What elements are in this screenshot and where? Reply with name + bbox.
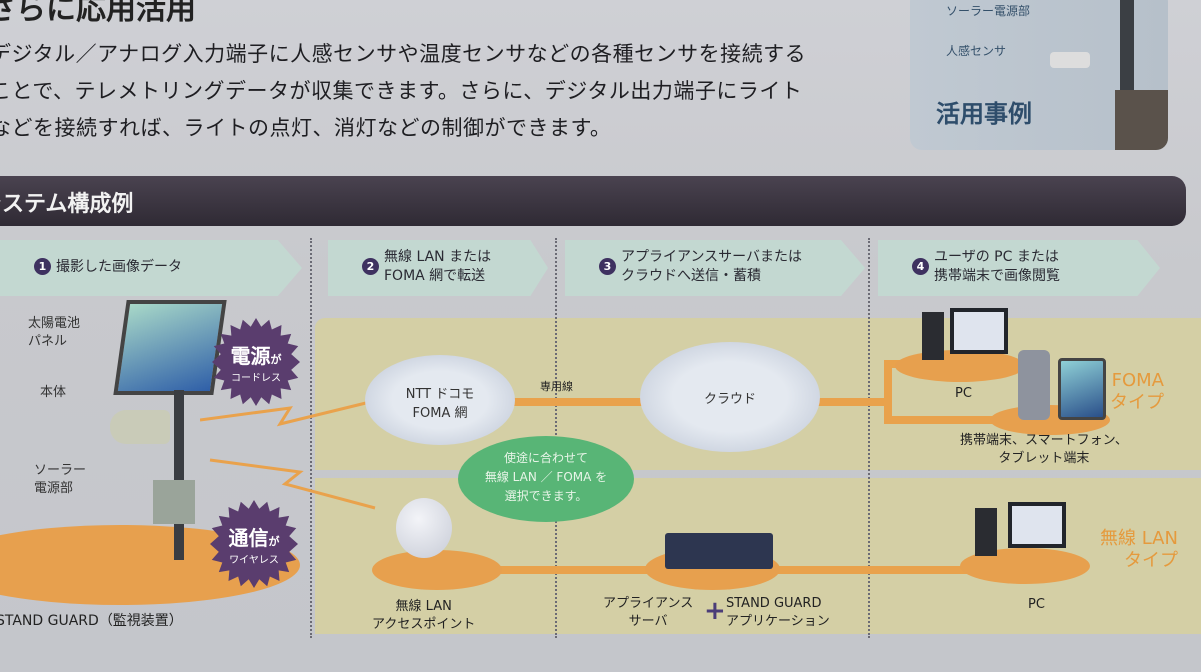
dedicated-line-label: 専用線	[540, 380, 573, 393]
step-text: 撮影した画像データ	[56, 259, 182, 275]
lan-type-label: 無線 LAN タイプ	[1100, 528, 1178, 571]
pc-base-disk	[895, 350, 1025, 382]
pc-monitor-icon	[1008, 502, 1066, 548]
plus-sign: +	[704, 596, 726, 626]
paragraph-line-1: デジタル／アナログ入力端子に人感センサや温度センサなどの各種センサを接続する	[0, 42, 807, 66]
label-solar-power: ソーラー電源部	[946, 4, 1031, 18]
pole-image	[174, 390, 184, 560]
pc-tower-icon	[975, 508, 997, 556]
paragraph-line-3: などを接続すれば、ライトの点灯、消灯などの制御ができます。	[0, 116, 612, 140]
server-label: アプライアンス サーバ	[603, 596, 694, 629]
step-1: 1 撮影した画像データ	[0, 240, 302, 296]
step-3: 3 アプライアンスサーバまたはクラウドへ送信・蓄積	[565, 240, 865, 296]
access-point-label: 無線 LAN アクセスポイント	[372, 599, 476, 632]
foma-network-cloud: NTT ドコモ FOMA 網	[365, 355, 515, 445]
badge-text: が	[270, 353, 282, 366]
step-number: 2	[362, 258, 379, 275]
solar-power-box-image	[153, 480, 195, 524]
step-2: 2 無線 LAN または FOMA 網で転送	[328, 240, 548, 296]
wireless-signal-lines	[200, 400, 376, 510]
divider	[868, 238, 870, 638]
label-body: 本体	[40, 385, 67, 400]
control-box-image	[1115, 90, 1168, 150]
badge-text: コードレス	[231, 373, 281, 384]
label-solar-power: ソーラー 電源部	[34, 463, 87, 496]
step-text: クラウドへ送信・蓄積	[621, 268, 761, 284]
use-case-photo-card: ソーラー電源部 人感センサ 活用事例	[910, 0, 1168, 150]
access-point-icon	[396, 498, 452, 558]
divider	[310, 238, 312, 638]
mobile-phone-icon	[1018, 350, 1050, 420]
label-solar-panel: 太陽電池 パネル	[28, 316, 81, 349]
mobile-label: 携帯端末、スマートフォン、 タブレット端末	[960, 433, 1128, 466]
badge-text: が	[268, 535, 280, 548]
tablet-icon	[1058, 358, 1106, 420]
pc-label: PC	[1028, 597, 1045, 612]
branch-line	[884, 360, 892, 422]
badge-text: ワイヤレス	[229, 555, 279, 566]
badge-text: 電源	[230, 344, 271, 368]
device-name: STAND GUARD（監視装置）	[0, 613, 183, 629]
step-text: ユーザの PC または	[934, 249, 1059, 265]
step-text: 無線 LAN または	[384, 249, 492, 265]
appliance-server-icon	[665, 533, 773, 569]
step-number: 3	[599, 258, 616, 275]
use-case-title: 活用事例	[936, 100, 1032, 128]
pc-tower-icon	[922, 312, 944, 360]
badge-text: 通信	[228, 526, 269, 550]
cloud: クラウド	[640, 342, 820, 452]
sensor-camera-image	[1050, 52, 1090, 68]
pc-monitor-icon	[950, 308, 1008, 354]
paragraph-line-2: ことで、テレメトリングデータが収集できます。さらに、デジタル出力端子にライト	[0, 79, 803, 103]
branch-line	[884, 416, 1014, 424]
pc-label: PC	[955, 386, 972, 401]
step-text: FOMA 網で転送	[384, 268, 486, 284]
step-number: 1	[34, 258, 51, 275]
step-4: 4 ユーザの PC または携帯端末で画像閲覧	[878, 240, 1160, 296]
camera-image	[110, 410, 170, 444]
choice-bubble: 使途に合わせて 無線 LAN ／ FOMA を 選択できます。	[458, 436, 634, 522]
system-configuration-title: システム構成例	[0, 192, 134, 217]
step-text: アプライアンスサーバまたは	[621, 249, 803, 265]
step-number: 4	[912, 258, 929, 275]
label-human-sensor: 人感センサ	[946, 44, 1007, 58]
section-heading: さらに応用活用	[0, 0, 196, 27]
step-text: 携帯端末で画像閲覧	[934, 268, 1060, 284]
application-label: STAND GUARD アプリケーション	[726, 596, 830, 629]
access-point-base-disk	[372, 550, 502, 590]
system-configuration-bar: システム構成例	[0, 176, 1186, 226]
foma-type-label: FOMA タイプ	[1110, 370, 1164, 413]
